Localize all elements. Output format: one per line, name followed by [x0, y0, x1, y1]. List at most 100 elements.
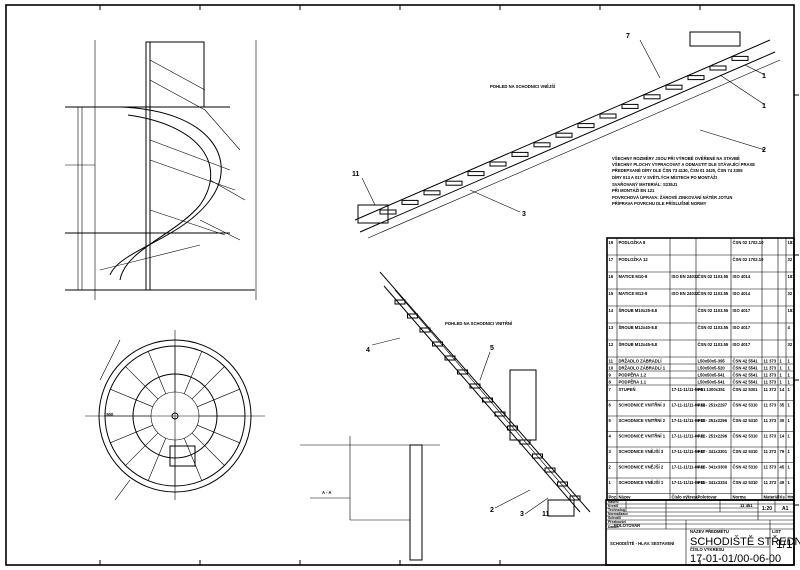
parts-cell: ČSN 42 5301	[733, 387, 759, 392]
parts-cell: ČSN 02 1702.10	[733, 240, 765, 245]
callout-2b: 2	[490, 507, 494, 514]
callout-7: 7	[626, 33, 630, 40]
parts-cell: PODLOŽKA 12	[619, 257, 649, 262]
parts-cell: 11	[609, 359, 614, 364]
parts-cell: 49	[780, 480, 785, 485]
note-line: POVRCHOVÁ ÚPRAVA: ŽÁROVÉ ZINKOVÁNÍ NÁTĚR…	[612, 195, 732, 200]
parts-cell: 17-11-11/11-06-04	[672, 403, 707, 408]
step-bracket	[532, 453, 543, 459]
step-bracket	[407, 313, 418, 319]
plan-step-line	[197, 424, 240, 444]
parts-cell: 32	[788, 257, 793, 262]
parts-cell: ČSN 02 1103.55	[698, 291, 729, 296]
parts-cell: ČSN 02 1103.55	[698, 308, 729, 313]
parts-cell: 30	[780, 418, 785, 423]
parts-cell: ŠROUB M12x40-8.8	[619, 325, 658, 330]
note-line: PŘI MONTÁŽI EN 121	[612, 188, 655, 193]
parts-cell: 5	[609, 418, 612, 423]
parts-cell: P11 - 251x2296	[698, 434, 728, 439]
callout-5: 5	[490, 345, 494, 352]
general-notes: VŠECHNY ROZMĚRY JSOU PŘI VÝROBĚ OVĚŘENÉ …	[612, 156, 755, 206]
step-bracket	[731, 55, 749, 61]
note-line: DÍRY 013 A 017 V SVĚTLÝCH MÍSTECH PO MON…	[612, 175, 717, 180]
step-bracket	[507, 425, 518, 431]
parts-cell: 11 373	[764, 465, 777, 470]
parts-cell: 11 373	[764, 418, 777, 423]
step-bracket	[621, 103, 639, 109]
title-block: 11 451 1:20 A1 NÁZEV PŘEDMĚTU ČÍSLO VÝKR…	[605, 499, 800, 566]
parts-cell: MATICE M10-8	[619, 274, 648, 279]
parts-cell: P6 - 1300x351	[698, 387, 726, 392]
parts-cell: 1	[788, 465, 791, 470]
parts-cell: 32	[788, 342, 793, 347]
parts-cell: 11 373	[764, 434, 777, 439]
parts-cell: L50x50x5-520	[698, 366, 726, 371]
title-block-label: Navrhl	[608, 500, 619, 504]
parts-cell: ČSN 42 5310	[733, 449, 759, 454]
plan-step-line	[183, 438, 203, 481]
parts-cell: 14	[780, 387, 785, 392]
parts-cell: PODLOŽKA 8	[619, 240, 647, 245]
parts-header-cell: Polotovar	[698, 495, 718, 500]
section-label: A - A	[322, 490, 331, 495]
step-bracket	[469, 383, 481, 389]
parts-header-cell: Materiál	[764, 495, 780, 500]
parts-cell: 12	[609, 342, 614, 347]
parts-cell: 1	[788, 373, 791, 378]
note-line: PŘEDEPSANÉ DÍRY DLE ČSN 73 4130, ČSN 01 …	[612, 168, 743, 173]
plan-step-line	[197, 388, 240, 408]
parts-cell: P11 - 341x3334	[698, 480, 728, 485]
parts-cell: P11 - 341x3300	[698, 465, 728, 470]
parts-cell: ISO 4017	[733, 342, 751, 347]
side-elevation-view	[65, 40, 257, 300]
title-block-label: Přezkoušel	[608, 520, 626, 524]
parts-cell: 11 373	[764, 366, 777, 371]
parts-cell: ČSN 42 5541	[733, 380, 759, 385]
note-line: PŘÍPRAVA POVRCHU DLE PŘÍSLUŠNÉ NORMY	[612, 201, 707, 206]
step-bracket	[432, 341, 443, 347]
callout-11b: 11	[542, 511, 550, 518]
step-bracket	[444, 355, 456, 361]
parts-cell: ISO 4017	[733, 308, 751, 313]
parts-header-cell: Hm	[788, 495, 795, 500]
parts-cell: DRŽADLO ZÁBRADLÍ 1	[619, 366, 666, 371]
step-bracket	[599, 113, 617, 119]
parts-cell: 17	[609, 257, 614, 262]
parts-cell: 1	[780, 359, 783, 364]
note-line: SVAŘOVANÝ MATERIÁL: S235J1	[612, 182, 678, 187]
step-bracket	[494, 411, 506, 417]
parts-cell: SCHODNICE VNĚJŠÍ 2	[619, 465, 664, 470]
plan-step-line	[110, 424, 153, 444]
plan-view: 1500	[85, 330, 265, 501]
step-bracket	[544, 467, 556, 473]
parts-cell: 17-11-11/11-06-05	[672, 480, 707, 485]
parts-cell: 1	[788, 380, 791, 385]
parts-cell: 1	[780, 380, 783, 385]
drawing-title: SCHODIŠTĚ STŘEDNÍ	[690, 535, 800, 548]
parts-cell: 9	[609, 373, 612, 378]
parts-cell: L50x50x5-541	[698, 373, 726, 378]
parts-cell: SCHODNICE VNITŘNÍ 3	[619, 403, 666, 408]
step-bracket	[489, 161, 507, 167]
parts-cell: 32	[788, 291, 793, 296]
note-line: VŠECHNY PLOCHY VYPRACOVAT A ODMASTIT DLE…	[612, 162, 755, 167]
parts-cell: 11 373	[764, 403, 777, 408]
parts-cell: 8	[609, 380, 612, 385]
plan-step-line	[147, 438, 167, 481]
parts-cell: PODPĚRA 1.2	[619, 373, 647, 378]
parts-cell: 1	[788, 403, 791, 408]
parts-cell: 181	[788, 308, 796, 313]
step-bracket	[643, 94, 661, 100]
plan-step-line	[125, 366, 159, 400]
parts-cell: 2	[609, 465, 612, 470]
step-bracket	[511, 151, 529, 157]
parts-cell: 181	[788, 274, 796, 279]
parts-cell: ČSN 42 5310	[733, 434, 759, 439]
